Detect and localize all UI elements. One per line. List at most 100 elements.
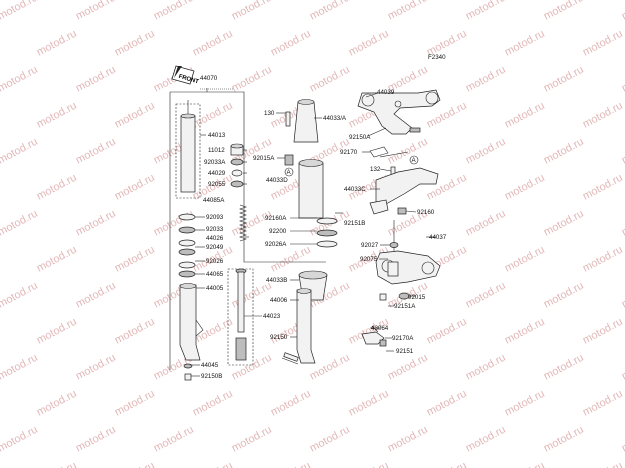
watermark-text: motod.ru bbox=[0, 136, 40, 167]
watermark-text: motod.ru bbox=[35, 28, 79, 59]
watermark-text: motod.ru bbox=[503, 460, 547, 468]
watermark-text: motod.ru bbox=[113, 100, 157, 131]
label-92027: 92027 bbox=[361, 242, 379, 249]
watermark-text: motod.ru bbox=[620, 0, 625, 23]
watermark-text: motod.ru bbox=[74, 352, 118, 383]
watermark-text: motod.ru bbox=[308, 0, 352, 23]
circle-marker-a-1: A bbox=[287, 169, 292, 176]
label-44033a: 44033/A bbox=[323, 115, 347, 122]
label-92055: 92055 bbox=[208, 181, 226, 188]
watermark-text: motod.ru bbox=[0, 460, 1, 468]
watermark-text: motod.ru bbox=[35, 316, 79, 347]
label-92150: 92150 bbox=[270, 334, 288, 341]
watermark-text: motod.ru bbox=[152, 424, 196, 455]
label-44085a: 44085A bbox=[203, 197, 225, 204]
watermark-text: motod.ru bbox=[74, 424, 118, 455]
watermark-text: motod.ru bbox=[152, 208, 196, 239]
watermark-text: motod.ru bbox=[542, 64, 586, 95]
watermark-text: motod.ru bbox=[0, 316, 1, 347]
watermark-text: motod.ru bbox=[620, 424, 625, 455]
watermark-text: motod.ru bbox=[191, 388, 235, 419]
watermark-text: motod.ru bbox=[581, 316, 625, 347]
label-92049: 92049 bbox=[206, 244, 224, 251]
watermark-text: motod.ru bbox=[230, 424, 274, 455]
watermark-text: motod.ru bbox=[620, 208, 625, 239]
watermark-text: motod.ru bbox=[542, 136, 586, 167]
watermark-text: motod.ru bbox=[35, 172, 79, 203]
label-44039: 44039 bbox=[377, 89, 395, 96]
label-92033: 92033 bbox=[206, 226, 224, 233]
watermark-text: motod.ru bbox=[0, 280, 40, 311]
watermark-text: motod.ru bbox=[620, 64, 625, 95]
watermark-text: motod.ru bbox=[503, 172, 547, 203]
watermark-text: motod.ru bbox=[269, 244, 313, 275]
watermark-text: motod.ru bbox=[308, 352, 352, 383]
label-92150b: 92150B bbox=[201, 373, 222, 380]
watermark-text: motod.ru bbox=[542, 424, 586, 455]
watermark-text: motod.ru bbox=[425, 388, 469, 419]
watermark-text: motod.ru bbox=[113, 172, 157, 203]
label-44006: 44006 bbox=[270, 297, 288, 304]
watermark-text: motod.ru bbox=[269, 388, 313, 419]
watermark-text: motod.ru bbox=[581, 28, 625, 59]
watermark-text: motod.ru bbox=[464, 136, 508, 167]
center-column-group: A bbox=[281, 99, 343, 365]
label-92026a: 92026A bbox=[265, 241, 287, 248]
label-11012: 11012 bbox=[208, 147, 225, 154]
watermark-text: motod.ru bbox=[386, 0, 430, 23]
watermark-text: motod.ru bbox=[0, 424, 40, 455]
watermark-text: motod.ru bbox=[0, 208, 40, 239]
watermark-text: motod.ru bbox=[0, 388, 1, 419]
watermark-text: motod.ru bbox=[581, 388, 625, 419]
watermark-text: motod.ru bbox=[74, 0, 118, 23]
watermark-text: motod.ru bbox=[35, 100, 79, 131]
front-marker: FRONT bbox=[171, 65, 200, 86]
label-44033c: 44033C bbox=[344, 186, 366, 193]
watermark-text: motod.ru bbox=[230, 280, 274, 311]
label-92015a: 92015A bbox=[253, 155, 275, 162]
label-44070: 44070 bbox=[200, 75, 218, 82]
label-44045: 44045 bbox=[201, 362, 219, 369]
label-44033d: 44033D bbox=[266, 177, 288, 184]
watermark-text: motod.ru bbox=[464, 352, 508, 383]
watermark-text: motod.ru bbox=[464, 64, 508, 95]
watermark-text: motod.ru bbox=[347, 388, 391, 419]
steering-group: A bbox=[357, 89, 441, 347]
watermark-text: motod.ru bbox=[35, 244, 79, 275]
label-44033b: 44033B bbox=[266, 277, 287, 284]
watermark-text: motod.ru bbox=[503, 100, 547, 131]
watermark-text: motod.ru bbox=[464, 280, 508, 311]
front-marker-text: FRONT bbox=[178, 74, 200, 86]
label-92033a: 92033A bbox=[204, 159, 226, 166]
watermark-text: motod.ru bbox=[347, 28, 391, 59]
label-43064: 43064 bbox=[371, 325, 389, 332]
watermark-text: motod.ru bbox=[191, 100, 235, 131]
watermark-text: motod.ru bbox=[464, 0, 508, 23]
watermark-text: motod.ru bbox=[386, 352, 430, 383]
label-92200: 92200 bbox=[269, 228, 287, 235]
watermark-text: motod.ru bbox=[35, 388, 79, 419]
label-92160a: 92160A bbox=[265, 215, 287, 222]
label-92170: 92170 bbox=[340, 149, 358, 156]
watermark-text: motod.ru bbox=[74, 280, 118, 311]
watermark-text: motod.ru bbox=[113, 244, 157, 275]
leader-lines bbox=[190, 92, 436, 377]
watermark-text: motod.ru bbox=[113, 460, 157, 468]
watermark-text: motod.ru bbox=[386, 136, 430, 167]
label-92160: 92160 bbox=[417, 209, 435, 216]
watermark-text: motod.ru bbox=[308, 64, 352, 95]
watermark-text: motod.ru bbox=[0, 172, 1, 203]
watermark-text: motod.ru bbox=[620, 136, 625, 167]
diagram-code: F2340 bbox=[428, 54, 446, 61]
watermark-text: motod.ru bbox=[0, 352, 40, 383]
label-92150a: 92150A bbox=[349, 134, 371, 141]
watermark-text: motod.ru bbox=[386, 424, 430, 455]
watermark-text: motod.ru bbox=[269, 460, 313, 468]
watermark-text: motod.ru bbox=[230, 208, 274, 239]
label-44029: 44029 bbox=[208, 170, 226, 177]
label-92026: 92026 bbox=[206, 258, 224, 265]
label-92015: 92015 bbox=[408, 294, 426, 301]
label-44013: 44013 bbox=[208, 132, 226, 139]
watermark-text: motod.ru bbox=[35, 460, 79, 468]
